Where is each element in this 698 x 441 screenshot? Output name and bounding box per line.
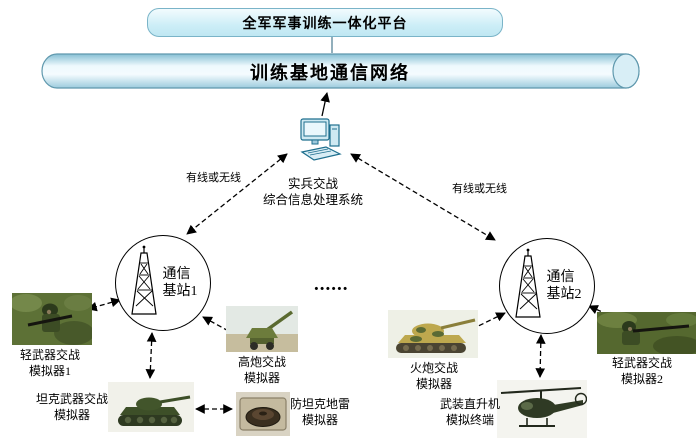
link-computer-to-network: [320, 92, 330, 117]
base-station-2-label: 通信 基站2: [546, 269, 582, 303]
network-cylinder: [40, 52, 642, 90]
platform-label: 全军军事训练一体化平台: [242, 16, 408, 32]
light-weapon-simulator-1-image: [12, 293, 92, 345]
light-weapon-simulator-1-label: 轻武器交战 模拟器1: [19, 348, 80, 378]
link-station2-to-helicopter: [535, 334, 546, 378]
ellipsis-dots: ......: [314, 274, 349, 295]
light-weapon-simulator-2-image: [597, 312, 696, 354]
tank-weapon-simulator-image: [108, 382, 194, 432]
aa-gun-simulator-label: 高炮交战 模拟器: [237, 355, 286, 385]
base-station-1-label: 通信 基站1: [162, 266, 198, 300]
tank-weapon-simulator-label: 坦克武器交战 模拟器: [35, 392, 108, 422]
network-label: 训练基地通信网络: [250, 63, 410, 83]
artillery-simulator-image: [388, 310, 478, 358]
base-station-1: 通信 基站1: [115, 235, 211, 331]
light-weapon-simulator-2-label: 轻武器交战 模拟器2: [611, 356, 672, 386]
antenna-tower-icon: [513, 247, 545, 326]
antitank-mine-simulator-image: [236, 392, 290, 436]
aa-gun-simulator-image: [226, 306, 298, 352]
artillery-simulator-label: 火炮交战 模拟器: [409, 361, 458, 391]
platform-box: 全军军事训练一体化平台: [147, 8, 503, 37]
helicopter-simulator-label: 武装直升机 模拟终端: [439, 397, 500, 427]
base-station-2: 通信 基站2: [499, 238, 595, 334]
antenna-tower-icon: [129, 244, 161, 323]
link-station1-to-light-weapon-1: [87, 297, 121, 312]
antitank-mine-simulator-label: 防坦克地雷 模拟器: [289, 397, 350, 427]
computer-icon: [296, 116, 346, 166]
processing-system-label: 实兵交战 综合信息处理系统: [262, 177, 363, 208]
right-link-label: 有线或无线: [452, 183, 507, 195]
left-link-label: 有线或无线: [186, 172, 241, 184]
link-station1-to-tank: [145, 332, 157, 379]
helicopter-simulator-image: [497, 380, 587, 438]
